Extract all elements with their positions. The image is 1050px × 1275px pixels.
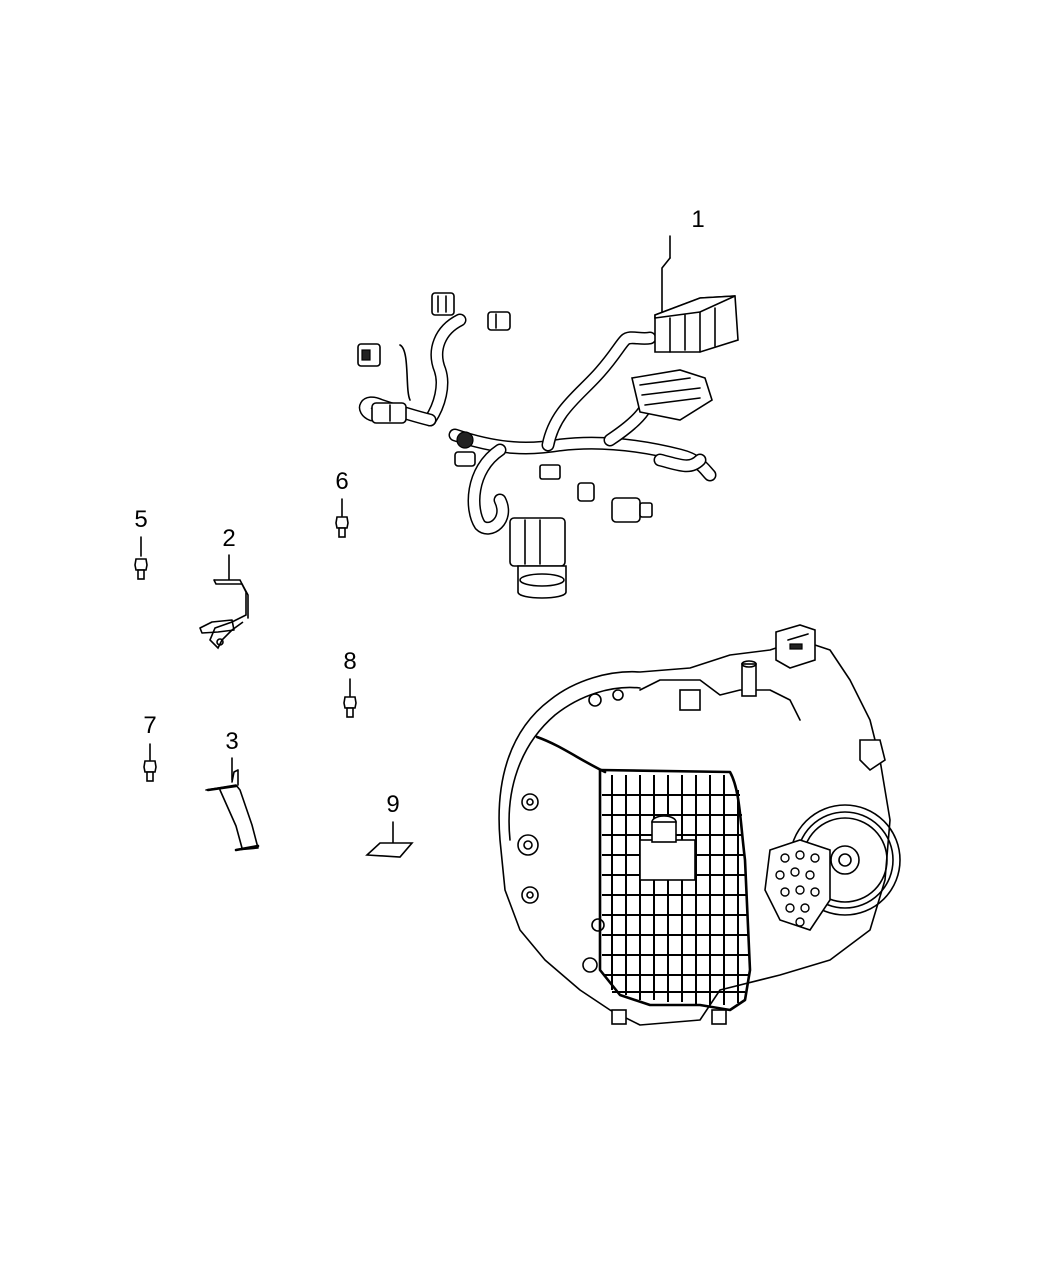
harness-connector-small-1: [431, 292, 455, 316]
callout-2[interactable]: 2: [222, 525, 236, 552]
bolt-6[interactable]: [335, 516, 349, 538]
bolt-5[interactable]: [134, 558, 148, 580]
callout-8[interactable]: 8: [343, 648, 357, 675]
callout-6[interactable]: 6: [335, 468, 349, 495]
harness-connector-right-module: [631, 369, 713, 421]
oil-pan: [598, 768, 752, 1012]
bracket-2[interactable]: [199, 579, 249, 650]
harness-connector-small-4: [371, 402, 407, 424]
harness-connector-small-3: [357, 343, 381, 367]
transmission-assembly[interactable]: [498, 624, 901, 1026]
harness-connector-dark: [454, 431, 476, 467]
harness-connector-bottom-right: [611, 497, 653, 523]
harness-connector-top-box: [654, 295, 739, 353]
side-cover: [764, 804, 901, 931]
bracket-3[interactable]: [205, 769, 260, 852]
bolt-8[interactable]: [343, 696, 357, 718]
callout-3[interactable]: 3: [225, 728, 239, 755]
harness-connector-mid: [539, 464, 595, 502]
leader-lines: [140, 235, 671, 846]
transmission-connector: [775, 624, 816, 669]
harness-connector-bottom-main: [509, 517, 567, 599]
label-9[interactable]: [365, 842, 414, 858]
wiring-harness[interactable]: [357, 257, 739, 599]
bolt-7[interactable]: [143, 760, 157, 782]
callout-1[interactable]: 1: [691, 206, 705, 233]
callout-5[interactable]: 5: [134, 506, 148, 533]
callout-9[interactable]: 9: [386, 791, 400, 818]
harness-connector-small-2: [487, 311, 511, 331]
callout-7[interactable]: 7: [143, 712, 157, 739]
